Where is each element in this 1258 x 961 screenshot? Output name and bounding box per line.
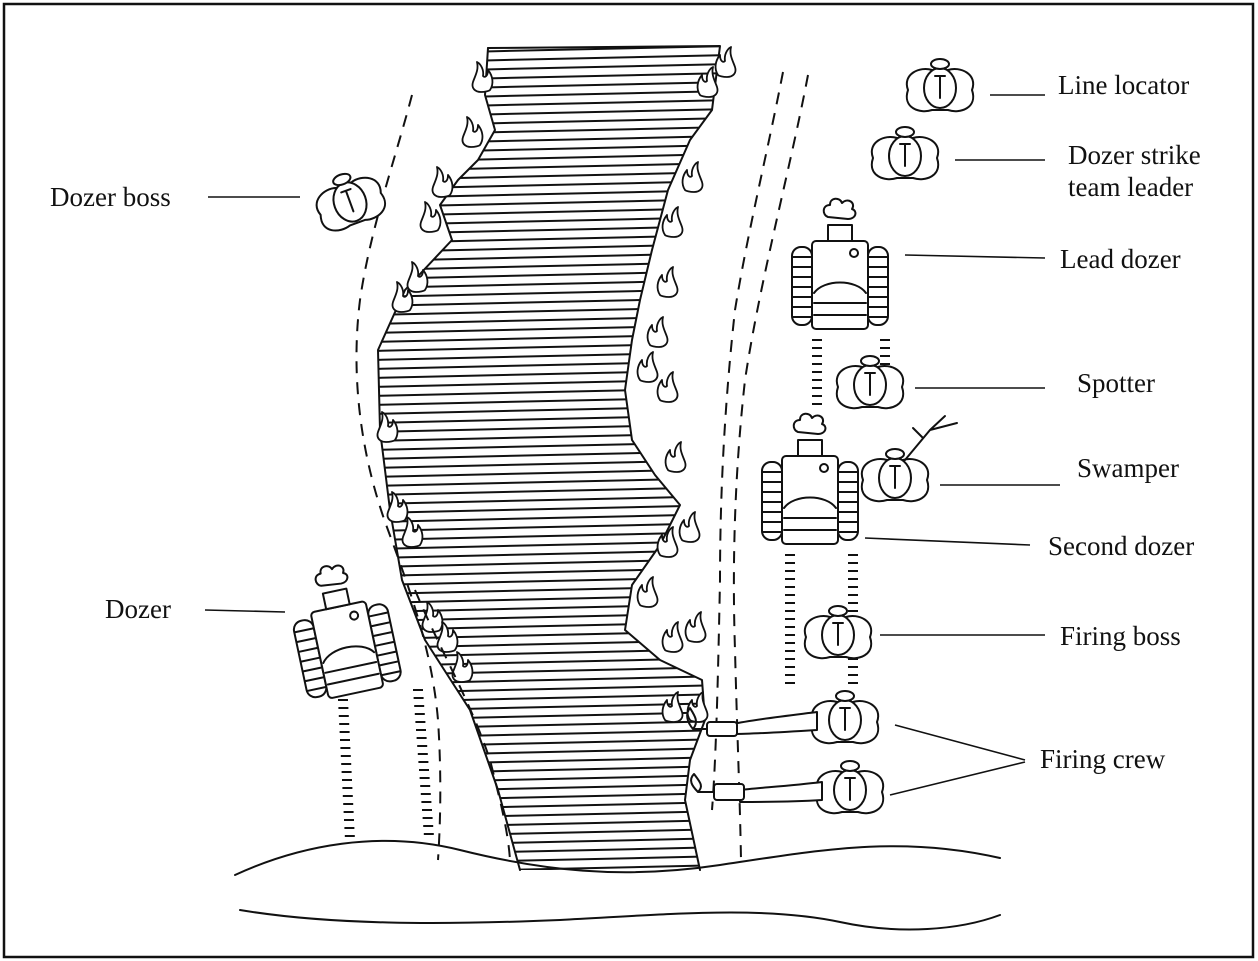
label-firing-boss: Firing boss [1060, 621, 1181, 651]
dozer-boss-figure [309, 163, 389, 235]
hatch-line [370, 352, 730, 360]
fire-icon [663, 207, 683, 237]
hatch-line [370, 586, 730, 594]
fire-icon [680, 512, 700, 542]
fire-icon [452, 652, 472, 682]
fire-icon [638, 352, 658, 382]
fire-icon [663, 622, 683, 652]
fire-icon [420, 202, 440, 232]
label-second-dozer: Second dozer [1048, 531, 1194, 561]
dozer-strike-team-leader-figure [872, 127, 938, 179]
hatch-line [370, 379, 730, 387]
label-swamper: Swamper [1077, 453, 1179, 483]
firing-crew-member-1 [687, 691, 878, 743]
hatch-line [370, 325, 730, 333]
hatch-line [370, 190, 730, 198]
fire-icon [666, 442, 686, 472]
hatch-line [370, 415, 730, 423]
fire-icon [432, 167, 452, 197]
hatch-line [370, 145, 730, 153]
hatch-line [370, 64, 730, 72]
hatch-line [370, 802, 730, 810]
fire-icon [688, 692, 708, 722]
hatch-line [370, 199, 730, 207]
second-dozer-figure [762, 414, 858, 544]
hatch-line [370, 847, 730, 855]
hatch-line [370, 361, 730, 369]
hatch-line [370, 91, 730, 99]
hatch-line [370, 118, 730, 126]
fire-icon [387, 492, 407, 522]
label-firing-crew: Firing crew [1040, 744, 1166, 774]
fire-icon [472, 62, 492, 92]
road-edge-bottom [240, 910, 1000, 929]
hatch-line [370, 478, 730, 486]
lead-dozer-figure [792, 199, 888, 329]
hatch-line [370, 865, 730, 873]
fire-icon [462, 117, 482, 147]
hatch-line [370, 487, 730, 495]
right-dozer-line-inner [712, 72, 783, 810]
hatch-line [370, 316, 730, 324]
hatch-line [370, 730, 730, 738]
label-line-locator: Line locator [1058, 70, 1189, 100]
hatch-line [370, 154, 730, 162]
tree-branch-icon [905, 416, 957, 460]
hatch-line [370, 532, 730, 540]
hatch-line [370, 100, 730, 108]
hatch-line [370, 253, 730, 261]
hatch-line [370, 109, 730, 117]
hatch-line [370, 55, 730, 63]
label-lead-dozer: Lead dozer [1060, 244, 1181, 274]
hatch-line [370, 433, 730, 441]
hatch-line [370, 685, 730, 693]
label-dozer-strike-team-leader-line2: team leader [1068, 172, 1193, 202]
label-dozer-boss: Dozer boss [50, 182, 171, 212]
fire-icon [422, 602, 442, 632]
fire-icon [638, 577, 658, 607]
hatch-line [370, 82, 730, 90]
hatch-line [370, 577, 730, 585]
fire-icon [658, 372, 678, 402]
dozer-figure-left [282, 555, 403, 702]
hatch-line [370, 343, 730, 351]
hatch-line [370, 181, 730, 189]
hatch-line [370, 559, 730, 567]
hatch-line [370, 307, 730, 315]
hatch-line [370, 838, 730, 846]
label-dozer: Dozer [105, 594, 171, 624]
swamper-figure [862, 416, 957, 501]
fire-icon [686, 612, 706, 642]
hatch-line [370, 127, 730, 135]
fire-icon [407, 262, 427, 292]
fire-icon [648, 317, 668, 347]
fire-icon [663, 692, 683, 722]
hatch-line [370, 595, 730, 603]
hatch-line [370, 568, 730, 576]
hatch-line [370, 298, 730, 306]
hatch-line [370, 658, 730, 666]
label-spotter: Spotter [1077, 368, 1155, 398]
label-dozer-strike-team-leader-line1: Dozer strike [1068, 140, 1201, 170]
hatch-line [370, 73, 730, 81]
hatch-line [370, 424, 730, 432]
hatch-line [370, 406, 730, 414]
fire-icon [683, 162, 703, 192]
line-locator-figure [907, 59, 973, 111]
firing-boss-figure [805, 606, 871, 658]
hatch-line [370, 136, 730, 144]
hatch-line [370, 244, 730, 252]
hatch-line [370, 334, 730, 342]
fire-icon [698, 67, 718, 97]
hatch-line [370, 676, 730, 684]
hatch-line [370, 856, 730, 864]
spotter-figure [837, 356, 903, 408]
fire-icon [658, 267, 678, 297]
firing-crew-member-2 [691, 761, 883, 813]
drip-torch-icon [691, 774, 744, 800]
hatch-line [370, 370, 730, 378]
hatch-line [370, 523, 730, 531]
